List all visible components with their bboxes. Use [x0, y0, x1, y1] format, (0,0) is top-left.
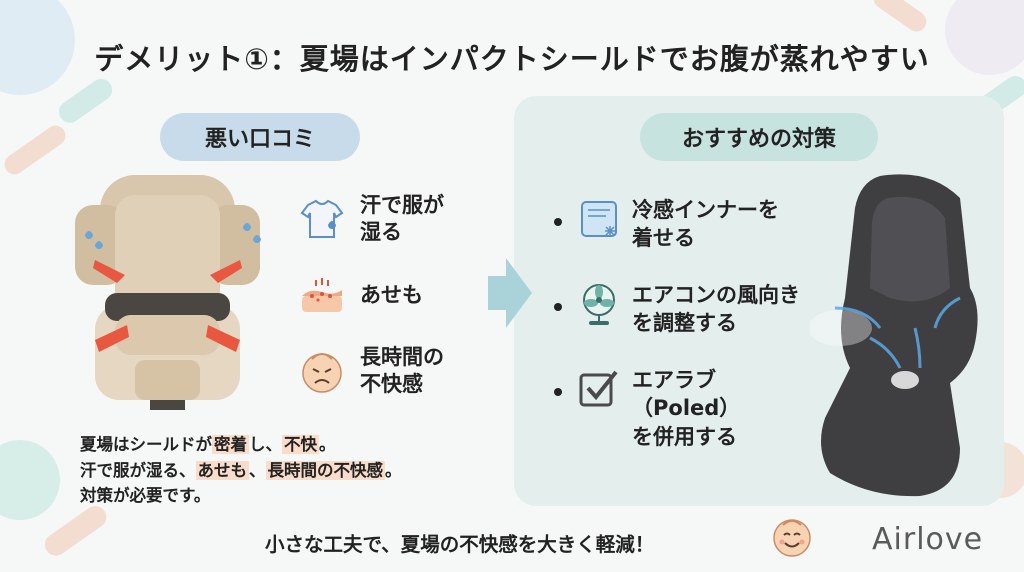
solution-aircon: エアコンの風向き を調整する	[554, 281, 800, 338]
solution-3-line3: を併用する	[632, 424, 737, 449]
seat-liner-illustration	[810, 174, 978, 497]
airlove-logo: Airlove	[872, 522, 984, 557]
solution-airlove: エアラブ （Poled） を併用する	[554, 366, 740, 451]
issue-discomfort: 長時間の 不快感	[298, 344, 444, 399]
issue-discomfort-line2: 不快感	[360, 372, 423, 397]
cooling-innerwear-icon	[581, 201, 617, 237]
solution-2-line2: を調整する	[632, 311, 737, 336]
page-title: デメリット①：夏場はインパクトシールドでお腹が蒸れやすい	[94, 42, 930, 76]
issue-sweat: 汗で服が 湿る	[298, 192, 444, 247]
issue-rash: あせも	[298, 272, 423, 320]
heat-rash-icon	[302, 278, 342, 312]
solution-1-line2: 着せる	[632, 226, 695, 251]
summary-line-2: 汗で服が湿る、あせも、長時間の不快感。	[80, 460, 402, 480]
happy-baby-face-icon	[773, 519, 811, 557]
checkbox-icon	[579, 370, 618, 407]
bullet-dot	[554, 388, 562, 396]
bullet-dot	[554, 218, 562, 226]
bad-reviews-heading: 悪い口コミ	[160, 113, 360, 161]
summary-line-1: 夏場はシールドが密着し、不快。	[80, 435, 336, 454]
solution-2-line1: エアコンの風向き	[632, 283, 800, 307]
issue-rash-line1: あせも	[360, 283, 423, 308]
issue-sweat-line2: 湿る	[360, 220, 402, 245]
issue-discomfort-line1: 長時間の	[360, 345, 444, 369]
recommended-heading: おすすめの対策	[640, 113, 878, 161]
sweaty-shirt-icon	[300, 200, 344, 239]
bullet-dot	[554, 303, 562, 311]
solution-cooling-innerwear: 冷感インナーを 着せる	[554, 196, 779, 253]
solution-1-line1: 冷感インナーを	[632, 198, 779, 222]
uncomfortable-face-icon	[302, 353, 342, 394]
solution-3-line2: （Poled）	[632, 396, 741, 421]
fan-icon	[583, 284, 615, 325]
car-seat-illustration	[75, 175, 261, 410]
issue-sweat-line1: 汗で服が	[360, 193, 444, 217]
footer-message: 小さな工夫で、夏場の不快感を大きく軽減！	[265, 533, 655, 556]
solution-3-line1: エアラブ	[632, 368, 716, 392]
bad-reviews-summary: 夏場はシールドが密着し、不快。 汗で服が湿る、あせも、長時間の不快感。 対策が必…	[80, 432, 402, 509]
arrow-right-icon	[488, 258, 532, 328]
summary-line-3: 対策が必要です。	[80, 486, 211, 506]
